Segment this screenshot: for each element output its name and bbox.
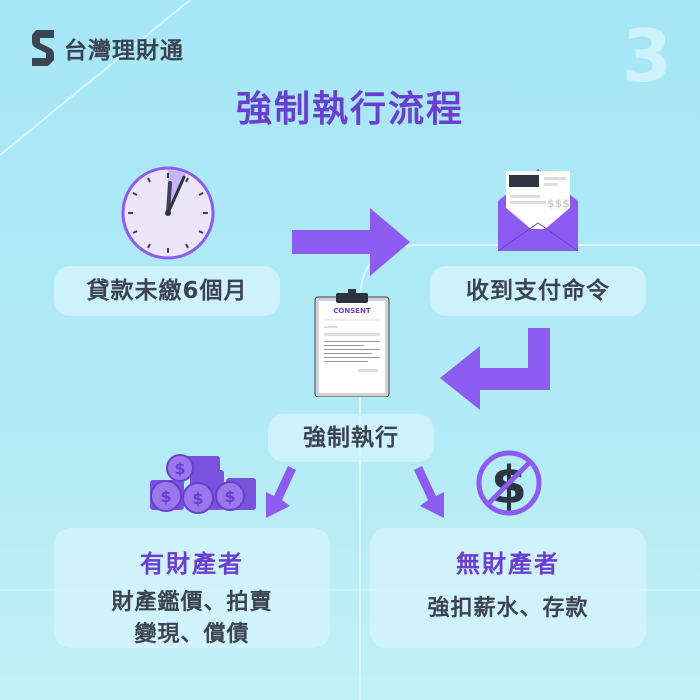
no-money-icon: $: [476, 450, 542, 516]
envelope-invoice-icon: $$$: [497, 169, 579, 252]
svg-text:$: $: [160, 487, 171, 506]
step-label: 強制執行: [303, 425, 399, 451]
svg-text:$: $: [224, 487, 235, 506]
branch-line: 變現、償債: [134, 622, 250, 647]
branch-card-without-assets: 無財產者 強扣薪水、存款: [370, 528, 646, 648]
clipboard-consent-icon: CONSENT: [314, 289, 390, 397]
arrow-down-right-icon: [414, 466, 444, 518]
branch-line: 強扣薪水、存款: [427, 596, 589, 621]
clock-icon: [121, 166, 215, 260]
branch-card-with-assets: 有財產者 財產鑑價、拍賣 變現、償債: [54, 528, 330, 648]
svg-text:$$$: $$$: [547, 197, 570, 210]
step-label: 貸款未繳6個月: [86, 278, 248, 304]
brand-name: 台灣理財通: [64, 38, 184, 64]
arrow-return-left-icon: [440, 328, 550, 410]
page-number: 3: [621, 14, 672, 98]
s-logo-icon: [32, 30, 54, 66]
step-enforcement: 強制執行: [268, 414, 434, 462]
arrow-right-icon: [292, 208, 410, 276]
svg-text:CONSENT: CONSENT: [333, 307, 371, 315]
svg-text:$: $: [192, 489, 203, 508]
branch-title: 無財產者: [456, 550, 560, 578]
step-payment-order: 收到支付命令: [430, 266, 646, 316]
brand: 台灣理財通: [30, 30, 184, 66]
step-label: 收到支付命令: [466, 278, 610, 304]
arrow-down-left-icon: [266, 466, 296, 518]
branch-title: 有財產者: [140, 550, 244, 578]
page-title: 強制執行流程: [235, 89, 464, 130]
step-loan-unpaid: 貸款未繳6個月: [54, 266, 280, 316]
svg-text:$: $: [174, 459, 185, 478]
branch-line: 財產鑑價、拍賣: [111, 590, 273, 615]
coin-stacks-icon: $$$$: [150, 454, 256, 514]
